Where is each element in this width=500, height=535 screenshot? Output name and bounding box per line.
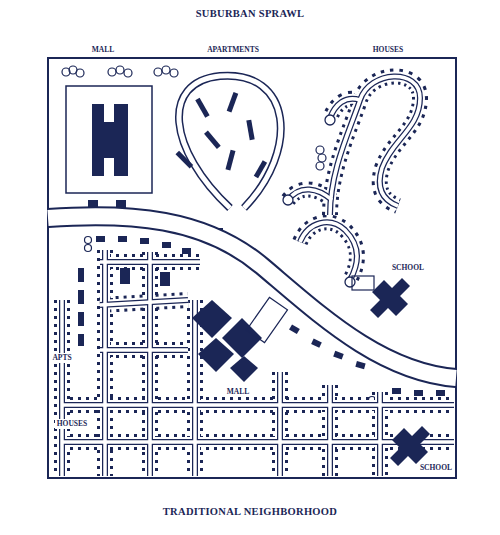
area-label: SCHOOL <box>390 263 426 273</box>
area-label: SCHOOL <box>418 463 454 473</box>
area-label: MALL <box>225 387 252 397</box>
map-caption: TRADITIONAL NEIGHBORHOOD <box>163 507 337 518</box>
map-title: SUBURBAN SPRAWL <box>196 9 305 20</box>
area-label: HOUSES <box>55 419 89 429</box>
area-label: APTS <box>50 353 73 363</box>
area-label: APARTMENTS <box>205 45 261 55</box>
area-label: HOUSES <box>371 45 405 55</box>
area-label: MALL <box>90 45 117 55</box>
